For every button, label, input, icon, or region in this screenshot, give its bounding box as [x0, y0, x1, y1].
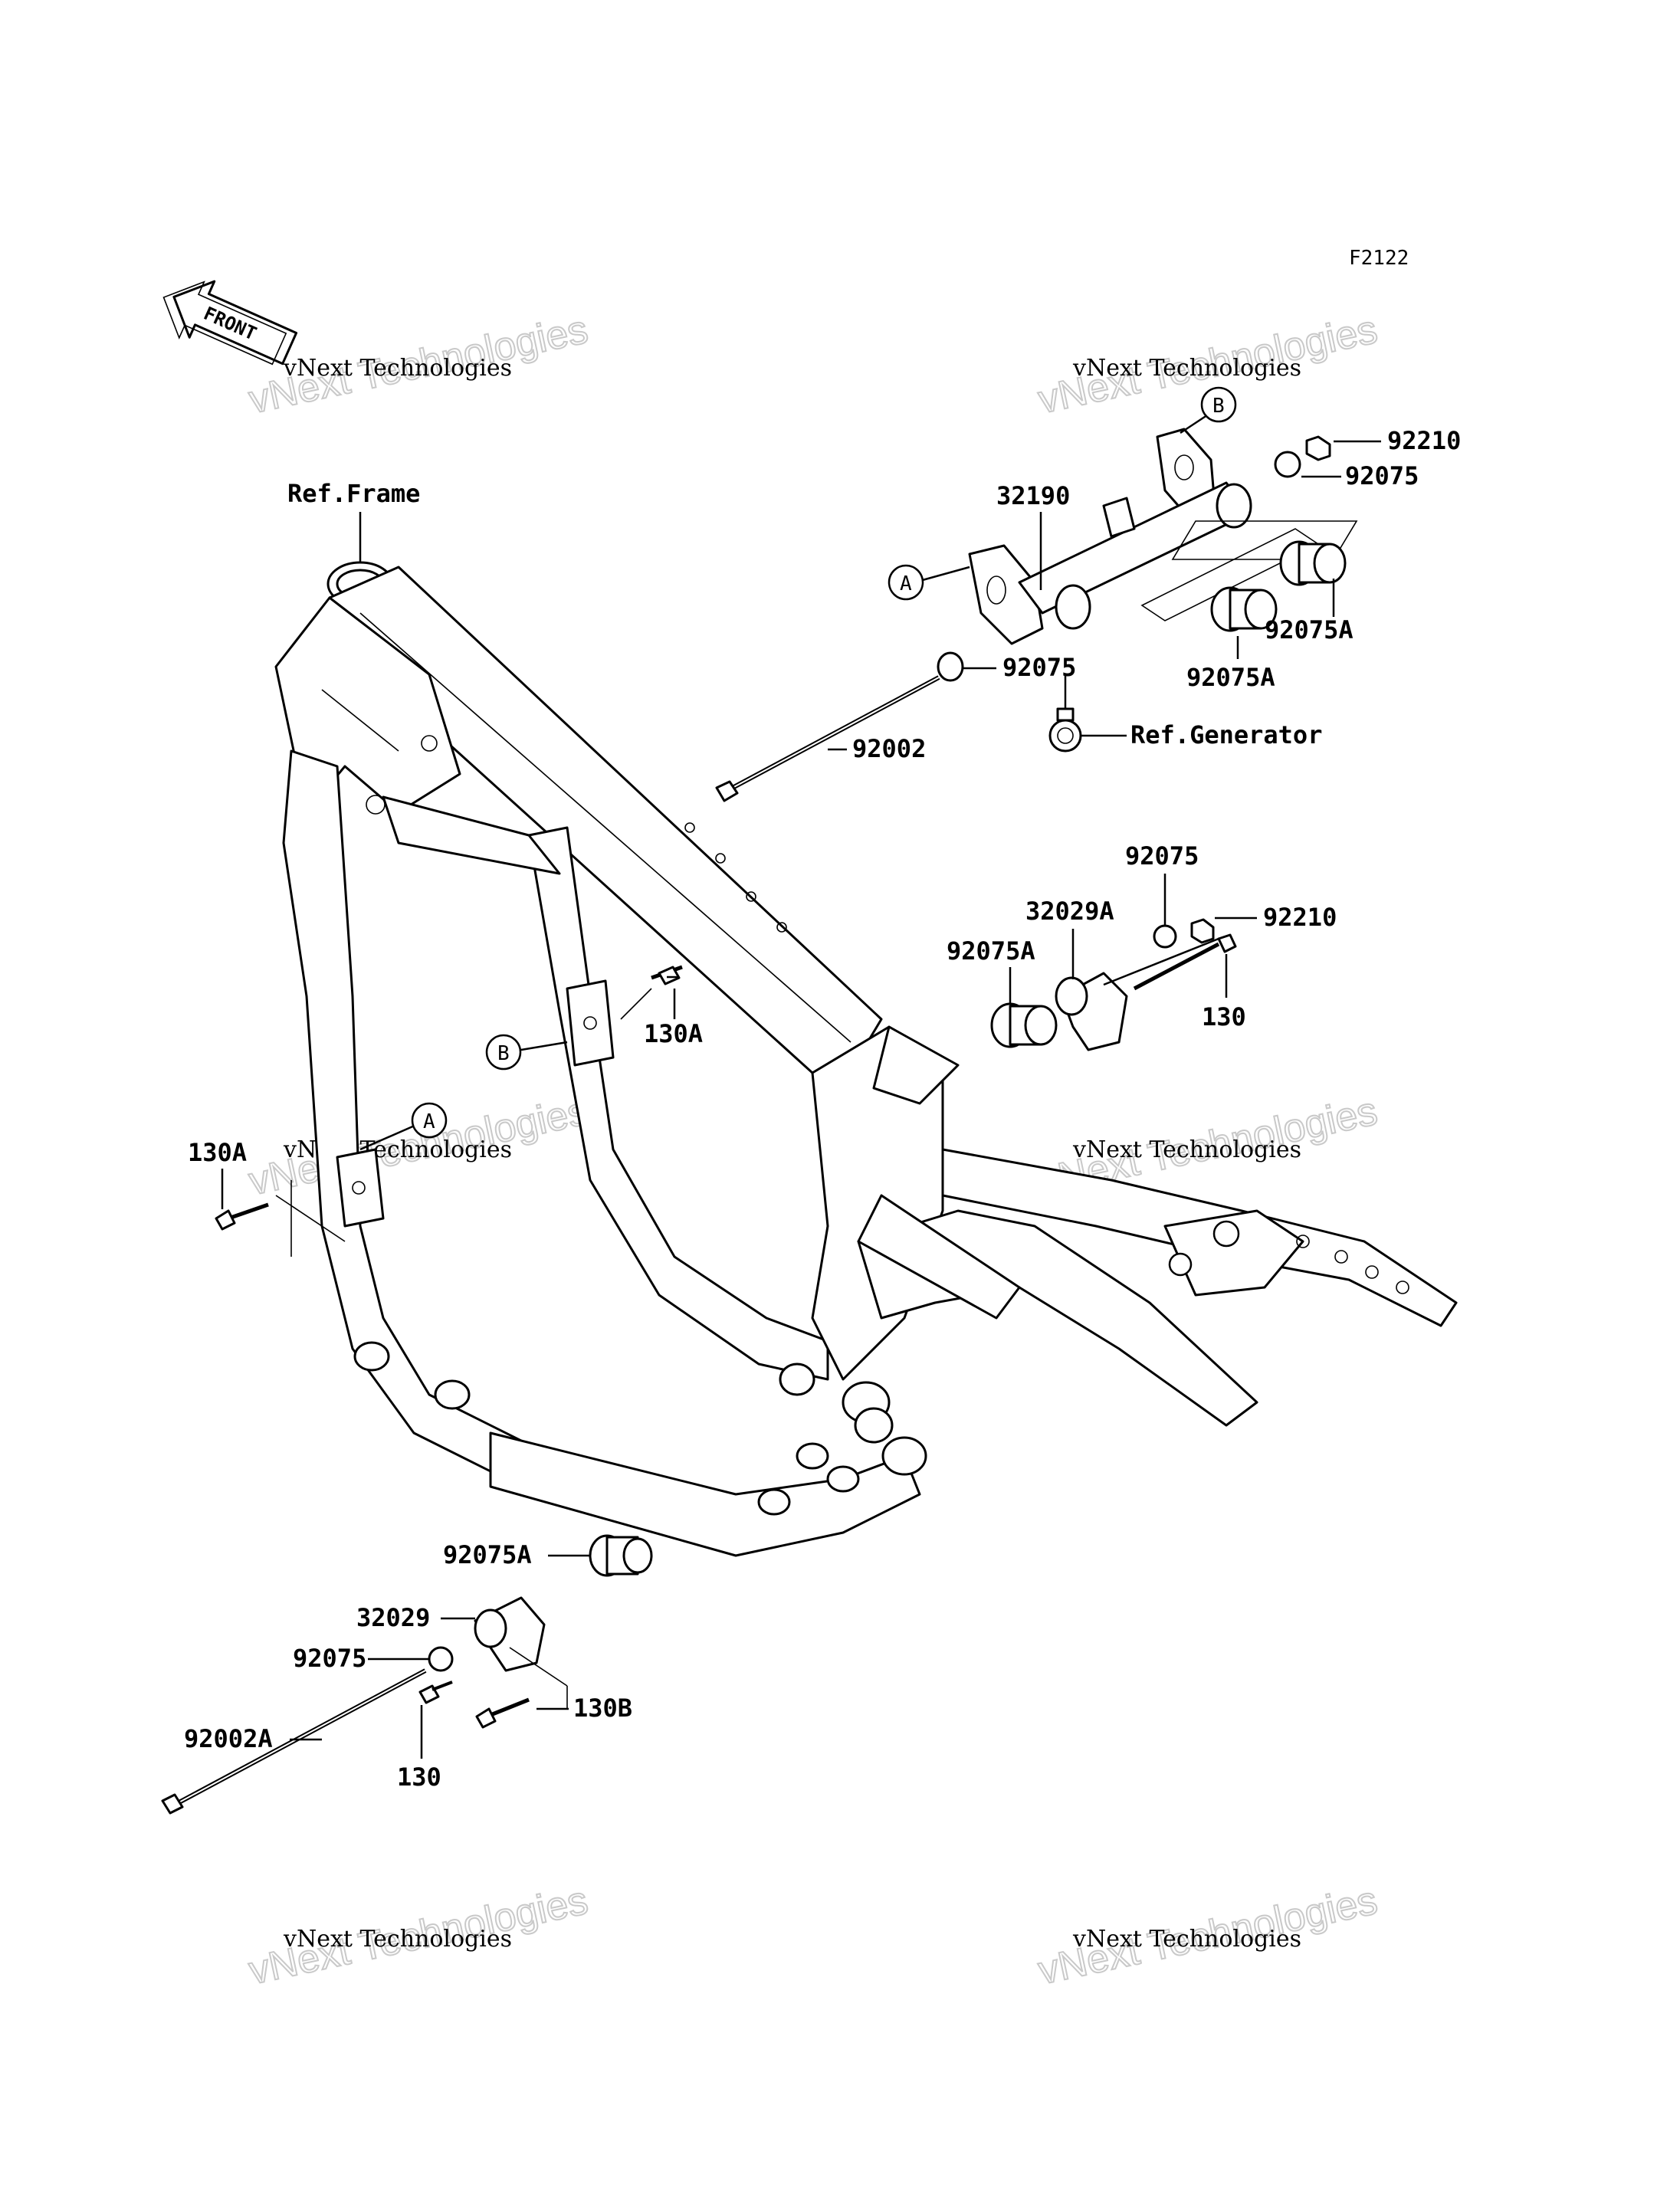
- washer-92075-icon: [937, 651, 964, 682]
- bolt-92002A-icon: [161, 1668, 427, 1815]
- label-92210-top: 92210: [1387, 426, 1461, 455]
- label-130A-mid: 130A: [644, 1019, 703, 1048]
- callout-a-label: A: [900, 572, 912, 595]
- label-130A-left: 130A: [188, 1138, 247, 1167]
- bushing-92075A-icon: [589, 1534, 653, 1577]
- label-130B: 130B: [573, 1694, 632, 1723]
- watermark: vNext Technologies vNext Technologies: [244, 1088, 592, 1205]
- bolt-130A-icon: [215, 1202, 269, 1231]
- watermark-text: vNext Technologies: [1072, 1926, 1301, 1953]
- watermark-text: vNext Technologies: [1072, 1136, 1301, 1163]
- callout-b-label: B: [497, 1042, 510, 1065]
- callout-b-mid: B: [485, 1034, 522, 1071]
- label-32029: 32029: [356, 1603, 430, 1632]
- watermark: vNext Technologies vNext Technologies: [1034, 1877, 1382, 1994]
- motorcycle-frame: [274, 561, 1458, 1557]
- nut-92210-icon: [1305, 435, 1331, 461]
- label-130-r2: 130: [1202, 1002, 1246, 1031]
- mid-right-mount-assembly: [990, 918, 1237, 1051]
- bushing-92075A-icon: [1210, 586, 1278, 632]
- label-92002: 92002: [852, 734, 926, 763]
- part-labels: Ref.Frame 92210 92075 32190 92075A 92075…: [184, 426, 1461, 1792]
- bolt-92002-icon: [715, 675, 940, 802]
- bushing-92075A-icon: [1279, 540, 1347, 586]
- washer-92075-icon: [428, 1646, 454, 1672]
- nut-92210-icon: [1190, 918, 1215, 944]
- label-92075A-bot: 92075A: [443, 1540, 532, 1569]
- bushing-92075A-icon: [990, 1002, 1058, 1048]
- label-92075-top: 92075: [1345, 461, 1419, 490]
- watermark-text: vNext Technologies: [283, 1926, 512, 1953]
- callout-b-label: B: [1212, 395, 1225, 418]
- washer-92075-icon: [1274, 451, 1301, 478]
- callout-a-mid: A: [411, 1102, 448, 1139]
- label-92075A-r2: 92075A: [947, 936, 1035, 966]
- leader-lines: [221, 406, 1381, 1759]
- label-32190: 32190: [996, 481, 1070, 510]
- label-92075-bot: 92075: [293, 1644, 366, 1673]
- bolt-130-icon: [1133, 933, 1237, 991]
- label-92075A-right: 92075A: [1265, 615, 1354, 644]
- front-arrow-icon: FRONT: [162, 280, 298, 366]
- label-92075-mid: 92075: [1002, 653, 1076, 682]
- top-right-mount-assembly: [715, 428, 1358, 802]
- bolt-130-icon: [418, 1681, 453, 1704]
- washer-92075-icon: [1153, 924, 1177, 949]
- label-130-bot: 130: [397, 1763, 441, 1792]
- watermark-text: vNext Technologies: [1072, 355, 1301, 382]
- callout-a-label: A: [423, 1110, 435, 1133]
- label-32029A: 32029A: [1025, 897, 1114, 926]
- callout-b-top: B: [1200, 386, 1237, 423]
- generator-clamp-icon: [1048, 707, 1082, 753]
- label-ref-generator: Ref.Generator: [1130, 720, 1322, 749]
- watermark: vNext Technologies vNext Technologies: [244, 1877, 592, 1994]
- bolt-130B-icon: [475, 1697, 530, 1729]
- label-92075A-mid: 92075A: [1186, 663, 1275, 692]
- watermark-group: vNext Technologies vNext Technologies vN…: [244, 307, 1382, 1994]
- bracket-plate-a: [968, 544, 1044, 645]
- label-92075-r2: 92075: [1125, 841, 1199, 871]
- bolt-130A-icon: [651, 965, 683, 985]
- callout-a-top: A: [888, 564, 924, 601]
- diagram-id: F2122: [1349, 247, 1409, 270]
- label-92002A: 92002A: [184, 1724, 273, 1753]
- label-92210-r2: 92210: [1263, 903, 1337, 932]
- label-ref-frame: Ref.Frame: [287, 479, 420, 508]
- watermark-text: vNext Technologies: [283, 355, 512, 382]
- watermark: vNext Technologies vNext Technologies: [244, 307, 592, 423]
